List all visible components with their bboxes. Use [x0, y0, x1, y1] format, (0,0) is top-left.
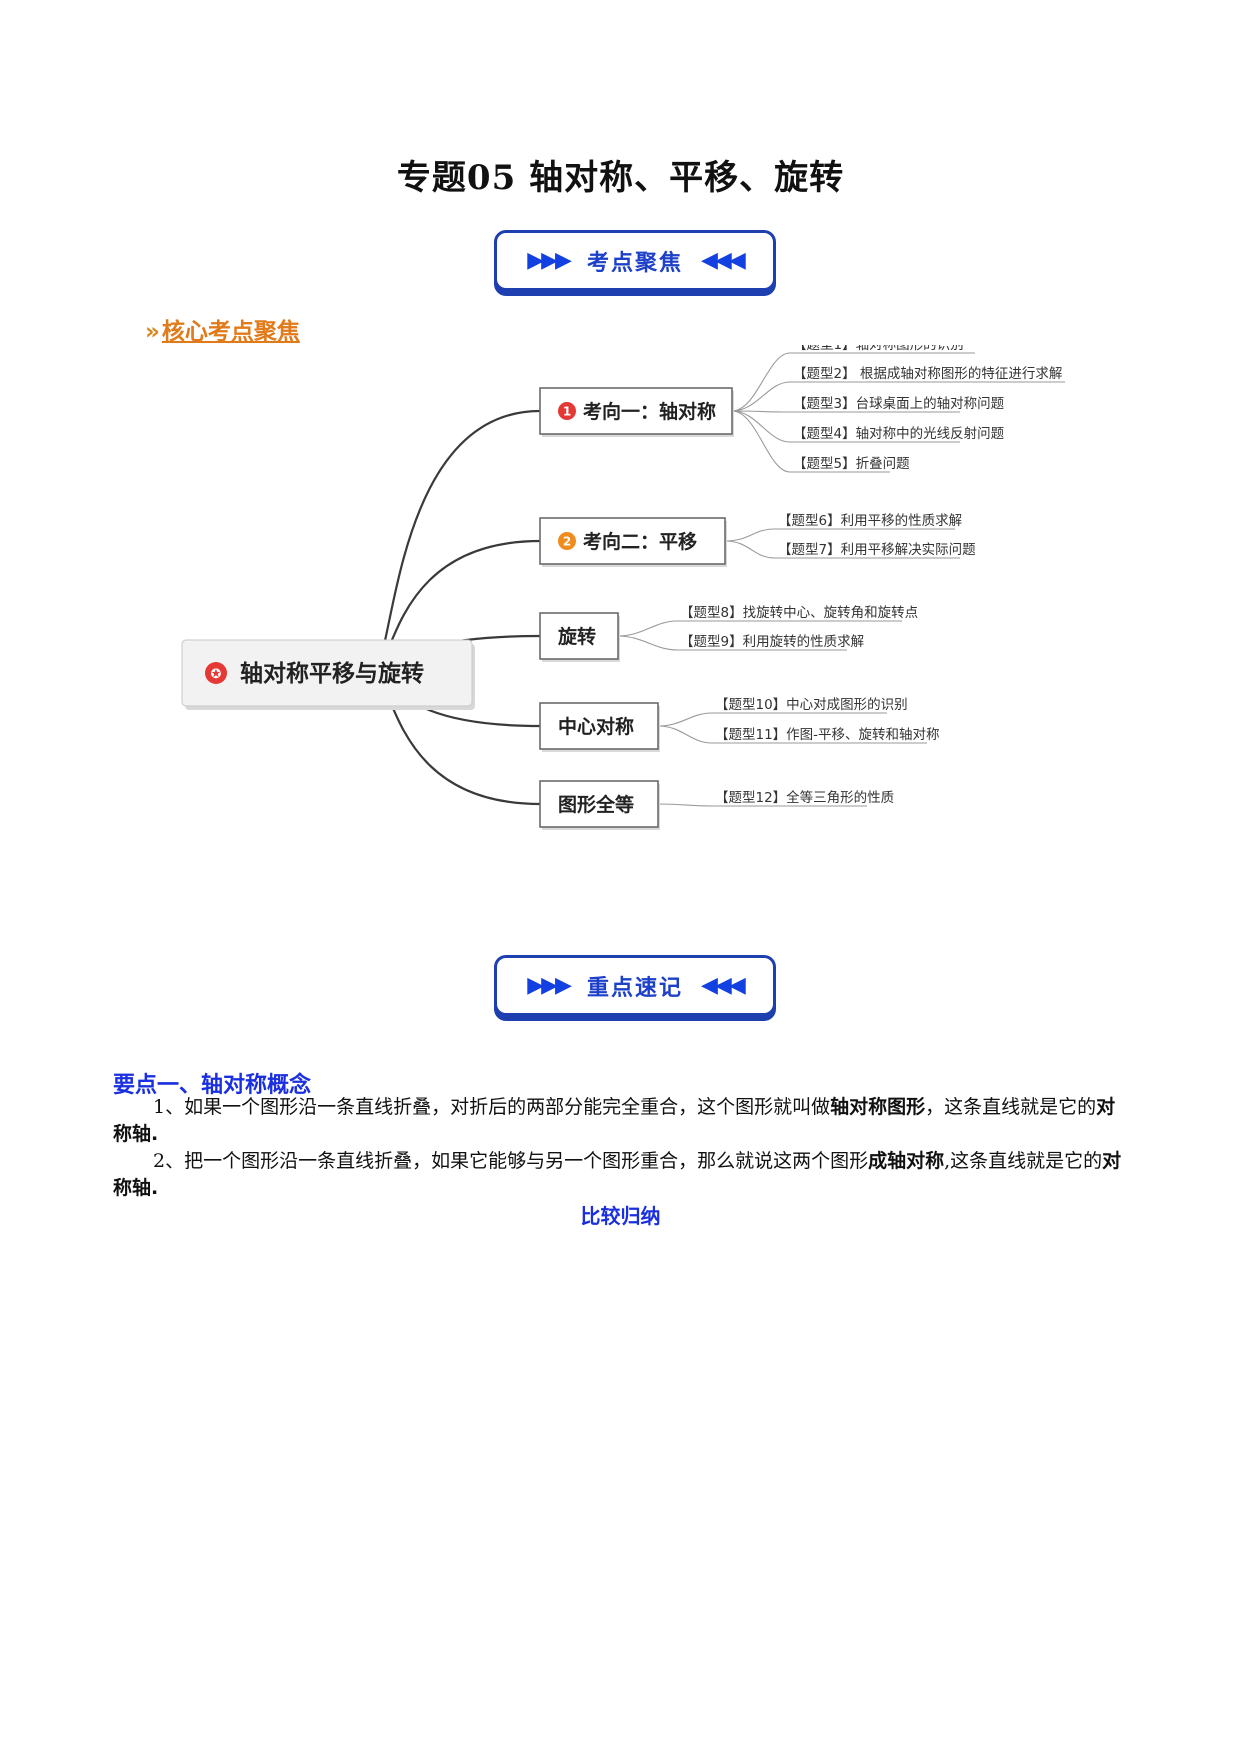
leaf-connector — [617, 635, 847, 651]
leaf-label: 【题型1】轴对称图形的识别 — [793, 345, 964, 353]
leaf-label: 【题型11】作图-平移、旋转和轴对称 — [715, 727, 940, 743]
leaf-connector — [657, 803, 867, 807]
leaf-connector — [731, 410, 890, 473]
key-point-paragraph-2: 2、把一个图形沿一条直线折叠，如果它能够与另一个图形重合，那么就说这两个图形成轴… — [113, 1148, 1128, 1202]
star-badge-icon — [205, 662, 227, 684]
leaf-label: 【题型6】利用平移的性质求解 — [778, 513, 962, 529]
paragraph-text: 2、把一个图形沿一条直线折叠，如果它能够与另一个图形重合，那么就说这两个图形 — [153, 1150, 869, 1172]
branch-node-label: 图形全等 — [558, 793, 634, 816]
number-badge-icon — [558, 402, 576, 420]
leaf-connector — [731, 352, 975, 412]
root-node — [181, 639, 473, 707]
leaf-connector — [617, 620, 902, 637]
leaf-label: 【题型9】利用旋转的性质求解 — [680, 634, 864, 650]
root-node-label: 轴对称平移与旋转 — [240, 660, 424, 687]
key-point-paragraph-1: 1、如果一个图形沿一条直线折叠，对折后的两部分能完全重合，这个图形就叫做轴对称图… — [113, 1094, 1128, 1148]
leaf-label: 【题型2】 根据成轴对称图形的特征进行求解 — [793, 366, 1062, 382]
leaf-connector — [657, 725, 927, 744]
star-icon: ✪ — [211, 667, 222, 682]
bold-term: 轴对称图形 — [830, 1096, 926, 1118]
paragraph-text: ,这条直线就是它的 — [944, 1150, 1103, 1172]
leaf-label: 【题型12】全等三角形的性质 — [715, 789, 894, 806]
left-arrows-icon: ◀◀◀ — [701, 248, 746, 273]
number-badge-text: 1 — [563, 405, 571, 419]
core-heading-link[interactable]: 核心考点聚焦 — [161, 319, 300, 345]
leaf-label: 【题型5】折叠问题 — [793, 456, 910, 472]
leaf-connector — [731, 410, 960, 413]
double-chevron-icon: » — [145, 319, 160, 345]
leaf-connector — [731, 410, 960, 443]
branch-node — [539, 612, 619, 660]
branch-node — [539, 702, 659, 750]
right-arrows-icon: ▶▶▶ — [527, 973, 572, 998]
leaf-label: 【题型8】找旋转中心、旋转角和旋转点 — [680, 605, 918, 621]
mind-map-nodes: ✪ 轴对称平移与旋转 1 考向一：轴对称 【题型1】轴对称图形的识别【题型2】 根据成轴… — [181, 345, 1062, 830]
branch-node — [539, 517, 726, 565]
branch-node-label: 考向二：平移 — [583, 530, 697, 553]
notes-banner-label: 重点速记 — [586, 975, 683, 1001]
focus-banner-label: 考点聚焦 — [586, 250, 683, 276]
left-arrows-icon: ◀◀◀ — [701, 973, 746, 998]
paragraph-text: 1、如果一个图形沿一条直线折叠，对折后的两部分能完全重合，这个图形就叫做 — [153, 1096, 831, 1118]
leaf-label: 【题型10】中心对成图形的识别 — [715, 697, 908, 713]
bold-term: 成轴对称 — [868, 1150, 945, 1172]
compare-summary-heading: 比较归纳 — [580, 1204, 661, 1228]
bold-term: 对称轴. — [113, 1096, 1116, 1145]
leaf-label: 【题型7】利用平移解决实际问题 — [778, 542, 976, 558]
leaf-connector — [657, 712, 887, 727]
leaf-connector — [731, 381, 1065, 412]
leaf-label: 【题型4】轴对称中的光线反射问题 — [793, 426, 1004, 442]
branch-node — [539, 780, 659, 828]
branch-node-label: 中心对称 — [558, 715, 634, 738]
bold-term: 对称轴. — [113, 1150, 1122, 1199]
leaf-connector — [724, 540, 960, 559]
branch-node-label: 旋转 — [557, 625, 596, 648]
number-badge-text: 2 — [563, 535, 571, 549]
paragraph-text: ，这条直线就是它的 — [925, 1096, 1097, 1118]
number-badge-icon — [558, 532, 576, 550]
right-arrows-icon: ▶▶▶ — [527, 248, 572, 273]
mind-map: ✪ 轴对称平移与旋转 1 考向一：轴对称 【题型1】轴对称图形的识别【题型2】 根据成轴… — [181, 345, 1065, 830]
focus-banner: ▶▶▶ 考点聚焦 ◀◀◀ — [494, 230, 776, 291]
leaf-connector — [724, 528, 955, 542]
core-heading[interactable]: »核心考点聚焦 — [145, 312, 300, 346]
key-point-heading: 要点一、轴对称概念 — [113, 1073, 312, 1098]
notes-banner: ▶▶▶ 重点速记 ◀◀◀ — [494, 955, 776, 1016]
page-title: 专题05 轴对称、平移、旋转 — [396, 158, 845, 198]
branch-node-label: 考向一：轴对称 — [583, 400, 716, 423]
leaf-label: 【题型3】台球桌面上的轴对称问题 — [793, 396, 1004, 412]
